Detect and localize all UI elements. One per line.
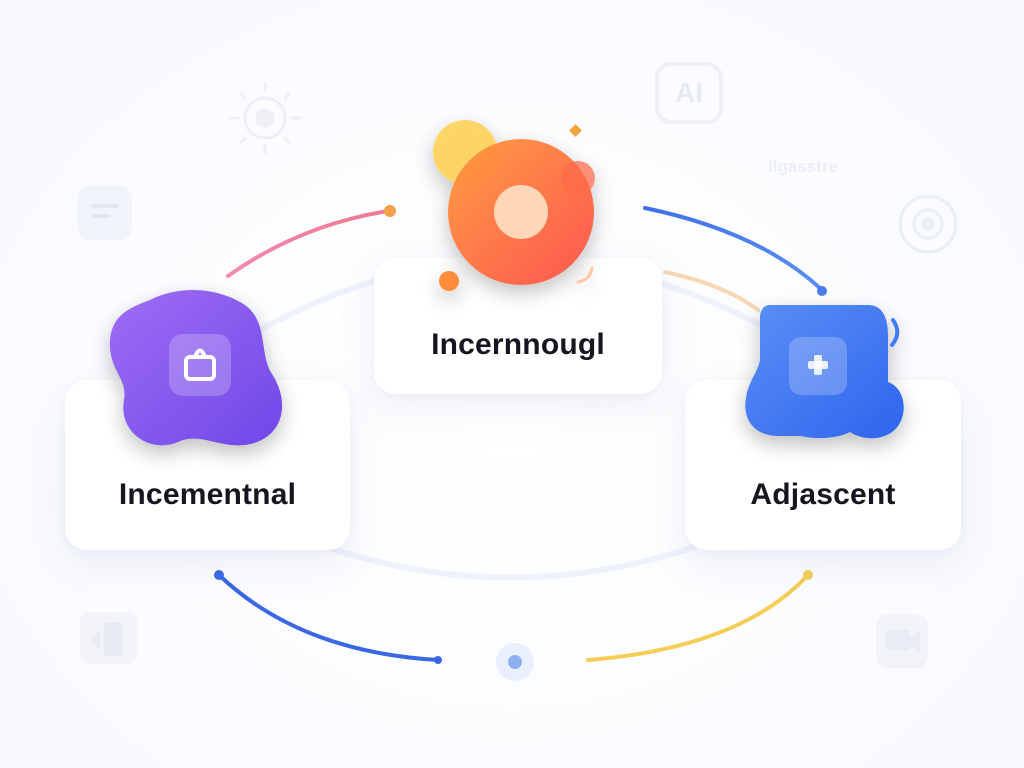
purple-blob-box-icon [109,290,283,446]
faded-caption: Ilgasstre [768,157,838,176]
connector-peach [663,270,760,312]
connector-blue-bottom [217,573,440,662]
node-label-incementnal: Incementnal [118,478,297,511]
connector-blue-top [643,206,824,292]
orange-ring-icon [433,120,595,291]
background-video-icon [876,614,928,668]
ai-badge-text: AI [675,77,703,108]
blue-plus-blob-icon [745,305,904,439]
background-chat-icon [78,186,132,240]
connector-blue-bottom-endpoint-left [214,570,224,580]
ai-badge: AI [655,62,723,124]
connector-yellow [586,573,810,662]
background-gear-icon [229,82,301,154]
node-label-incernnougl: Incernnougl [431,328,605,361]
connector-pink-endpoint [384,205,396,217]
connector-pink [226,209,390,278]
connector-blue-bottom-endpoint-right [434,656,442,664]
hub-node [496,643,534,681]
node-label-adjascent: Adjascent [750,478,896,511]
connector-yellow-endpoint [803,570,813,580]
background-book-icon [80,612,138,664]
node-card-adjascent[interactable]: Adjascent [685,380,961,550]
connector-blue-top-endpoint [817,286,827,296]
background-target-icon [898,194,958,254]
